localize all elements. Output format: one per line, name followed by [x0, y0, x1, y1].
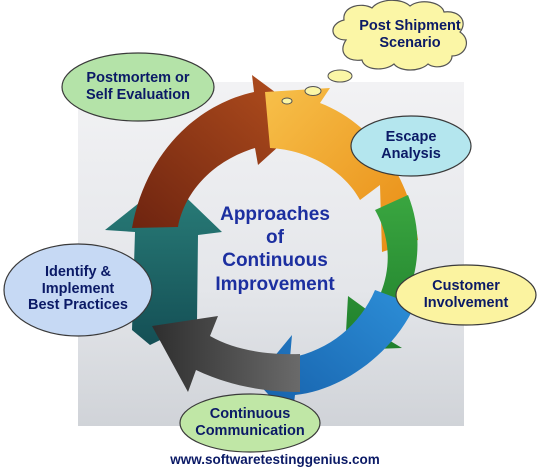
escape-analysis-ellipse — [350, 115, 472, 177]
orange-arrow — [265, 88, 418, 252]
identify-implement-ellipse — [3, 243, 153, 337]
postmortem-ellipse — [61, 52, 215, 122]
post-shipment-cloud — [332, 0, 468, 71]
continuous-communication-label: Continuous Communication — [195, 406, 305, 439]
postmortem-label: Postmortem or Self Evaluation — [86, 70, 190, 103]
customer-involvement-ellipse — [395, 264, 537, 326]
identify-implement-label: Identify & Implement Best Practices — [28, 264, 128, 314]
escape-analysis-label: Escape Analysis — [381, 129, 441, 162]
gray-arrow — [152, 316, 300, 392]
post-shipment-label: Post Shipment Scenario — [359, 18, 461, 51]
thought-bubble-trail — [281, 69, 353, 105]
center-title: Approaches of Continuous Improvement — [215, 204, 335, 295]
brown-arrow — [132, 75, 310, 228]
continuous-communication-ellipse — [179, 393, 321, 453]
footer-url: www.softwaretestinggenius.com — [170, 452, 380, 467]
customer-involvement-label: Customer Involvement — [423, 278, 509, 311]
